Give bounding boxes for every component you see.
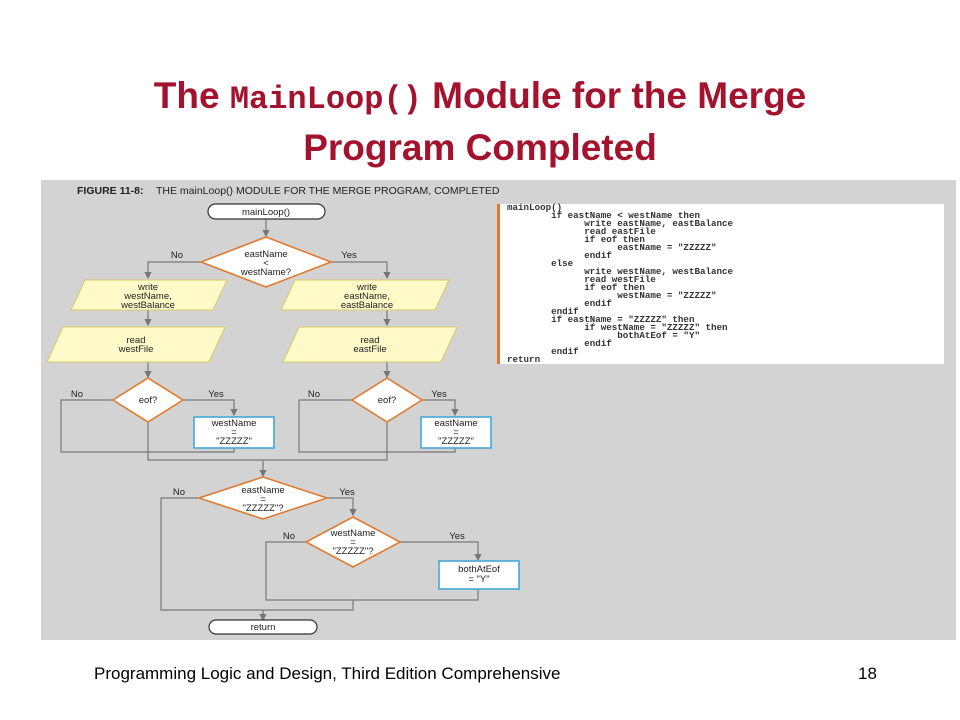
decision2-yes: Yes [339,487,355,498]
assign-left-line3: "ZZZZZ" [216,436,252,447]
slide-footer: Programming Logic and Design, Third Edit… [94,664,561,683]
pseudocode-panel [497,204,944,364]
write-right-line2: eastName, [344,291,390,302]
read-eastfile-io [282,326,458,363]
write-westname-io [70,279,228,311]
assign-right-line2: = [453,427,459,438]
decision1-yes-label: Yes [341,250,357,261]
figure-caption-text: THE mainLoop() MODULE FOR THE MERGE PROG… [156,185,500,197]
eof-right-yes: Yes [431,389,447,400]
decision3-yes: Yes [449,531,465,542]
title-pre: The [153,75,230,116]
eof-left-yes: Yes [208,389,224,400]
decision2-line3: "ZZZZZ"? [242,503,283,514]
read-right-line2: eastFile [353,344,386,355]
assign-westname-zzzzz [193,416,275,449]
write-right-line3: eastBalance [341,300,393,311]
decision-eastname-lt-westname [198,236,334,288]
read-left-line1: read [126,335,145,346]
eof-left-label: eof? [139,395,158,406]
eof-right-label: eof? [378,395,397,406]
assign-right-line3: "ZZZZZ" [438,436,474,447]
title-line2: Program Completed [303,127,657,168]
read-right-line1: read [360,335,379,346]
assign-left-line1: westName [211,418,257,429]
assign-right-line1: eastName [434,418,477,429]
write-left-line3: westBalance [120,300,175,311]
flowchart-diagram: FIGURE 11-8: THE mainLoop() MODULE FOR T… [46,185,520,635]
decision1-no-label: No [171,250,183,261]
eof-left-no: No [71,389,83,400]
slide-title: The MainLoop() Module for the Merge Prog… [0,72,960,172]
title-post: Module for the Merge [421,75,807,116]
flowchart-figure: FIGURE 11-8: THE mainLoop() MODULE FOR T… [41,180,956,640]
assign-eastname-zzzzz [420,416,492,449]
decision3-line2: = [350,537,356,548]
decision1-line3: westName? [240,267,291,278]
pseudocode-text: mainLoop() if eastName < westName then w… [507,202,734,365]
decision2-line2: = [260,494,266,505]
decision1-line2: < [263,258,269,269]
assign-bothateof [438,560,520,590]
read-westfile-io [46,326,226,363]
decision-westname-eq-zzzzz [304,516,402,568]
write-eastname-io [280,279,450,311]
both-line2: = "Y" [468,574,489,585]
eof-right-no: No [308,389,320,400]
decision-eof-right [350,377,424,423]
decision-eastname-eq-zzzzz [196,476,330,520]
return-label: return [251,622,276,633]
decision2-line1: eastName [241,485,284,496]
decision3-line3: "ZZZZZ"? [332,546,373,557]
write-right-line1: write [356,282,377,293]
page-number: 18 [858,664,877,683]
figure-caption-label: FIGURE 11-8: [77,185,144,197]
read-left-line2: westFile [118,344,154,355]
decision-eof-left [111,377,185,423]
both-line1: bothAtEof [458,564,500,575]
decision3-line1: westName [330,528,376,539]
start-terminal [207,203,326,220]
start-label: mainLoop() [242,207,290,218]
decision3-no: No [283,531,295,542]
write-left-line2: westName, [123,291,172,302]
decision1-line1: eastName [244,249,287,260]
assign-left-line2: = [231,427,237,438]
return-terminal [208,619,318,635]
title-code: MainLoop() [229,81,422,118]
write-left-line1: write [137,282,158,293]
decision2-no: No [173,487,185,498]
